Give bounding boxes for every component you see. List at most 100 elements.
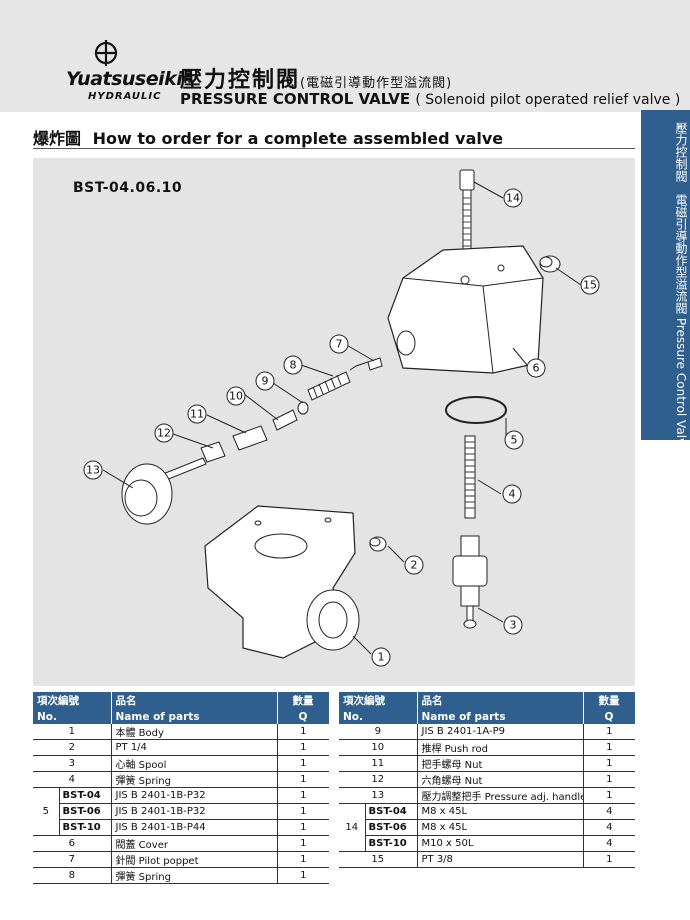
brand-mark-icon — [94, 40, 118, 66]
callout-14: 14 — [503, 188, 523, 208]
callout-12: 12 — [154, 423, 174, 443]
model-code: BST-10 — [364, 835, 417, 852]
part-quantity: 1 — [276, 771, 329, 788]
part-number: 10 — [339, 739, 417, 756]
callout-5: 5 — [504, 430, 524, 450]
exploded-diagram: BST-04.06.10 — [33, 158, 635, 686]
part-quantity: 1 — [276, 835, 329, 852]
callout-13: 13 — [83, 460, 103, 480]
title-cn-sub: (電磁引導動作型溢流閥) — [300, 76, 453, 91]
part-name: JIS B 2401-1B-P44 — [110, 819, 277, 836]
col-q-en: Q — [277, 709, 330, 724]
svg-text:3: 3 — [510, 619, 517, 632]
part-number: 13 — [339, 787, 417, 804]
svg-text:15: 15 — [583, 279, 597, 292]
part-number: 8 — [33, 867, 111, 884]
part-name: 推桿 Push rod — [416, 739, 583, 756]
brand-logo: Yuatsuseiki HYDRAULIC — [66, 40, 183, 110]
model-code: BST-06 — [364, 819, 417, 836]
callout-10: 10 — [226, 386, 246, 406]
part-quantity: 4 — [582, 835, 635, 852]
svg-text:12: 12 — [157, 427, 171, 440]
side-tab-text: 壓力控制閥 電磁引導動作型溢流閥 Pressure Control Valve … — [674, 122, 688, 676]
col-no-en: No. — [339, 709, 418, 724]
part-name: 把手螺母 Nut — [416, 755, 583, 772]
part-number: 3 — [33, 755, 111, 772]
part-quantity: 1 — [276, 819, 329, 836]
part-quantity: 1 — [276, 724, 329, 740]
body-part-1 — [204, 505, 360, 659]
col-q-cn: 數量 — [583, 692, 636, 709]
part-quantity: 1 — [276, 787, 329, 804]
col-name-en: Name of parts — [111, 709, 278, 724]
part-quantity: 1 — [276, 867, 329, 884]
part-quantity: 1 — [582, 755, 635, 772]
table-header-cn: 項次編號 品名 數量 — [339, 692, 636, 709]
part-number: 9 — [339, 724, 417, 740]
page-title-cn: 壓力控制閥(電磁引導動作型溢流閥) — [180, 62, 452, 94]
callout-labels: 14 15 6 7 8 9 10 11 12 13 5 4 2 3 1 — [83, 188, 600, 667]
cover-part-6 — [387, 245, 544, 374]
svg-text:9: 9 — [262, 375, 269, 388]
callout-7: 7 — [329, 334, 349, 354]
part-name: PT 3/8 — [416, 851, 583, 868]
side-tab: 壓力控制閥 電磁引導動作型溢流閥 Pressure Control Valve … — [641, 110, 690, 676]
part-name: 彈簧 Spring — [110, 771, 277, 788]
part-quantity: 1 — [276, 851, 329, 868]
svg-text:7: 7 — [336, 338, 343, 351]
callout-2: 2 — [404, 555, 424, 575]
part-name: M10 x 50L — [416, 835, 583, 852]
part-name: M8 x 45L — [416, 819, 583, 836]
part-number: 2 — [33, 739, 111, 756]
callout-6: 6 — [526, 358, 546, 378]
callout-15: 15 — [580, 275, 600, 295]
pilot-assembly — [121, 357, 383, 525]
section-heading: 爆炸圖 How to order for a complete assemble… — [33, 125, 503, 149]
part-name: 本體 Body — [110, 724, 277, 740]
exploded-view-drawing: 14 15 6 7 8 9 10 11 12 13 5 4 2 3 1 — [83, 169, 600, 667]
part-number: 15 — [339, 851, 417, 868]
col-no-cn: 項次編號 — [339, 692, 418, 709]
oring-part-5 — [445, 396, 507, 424]
title-en-main: PRESSURE CONTROL VALVE — [180, 90, 411, 108]
section-divider — [33, 148, 635, 149]
part-name: 心軸 Spool — [110, 755, 277, 772]
part-number: 7 — [33, 851, 111, 868]
callout-9: 9 — [255, 371, 275, 391]
svg-text:11: 11 — [190, 408, 204, 421]
part-name: JIS B 2401-1B-P32 — [110, 787, 277, 804]
brand-subtitle: HYDRAULIC — [88, 91, 162, 102]
part-number: 6 — [33, 835, 111, 852]
spring-part-4 — [464, 435, 476, 519]
section-title-cn: 爆炸圖 — [33, 129, 82, 148]
part-number: 11 — [339, 755, 417, 772]
col-name-cn: 品名 — [417, 692, 584, 709]
col-no-cn: 項次編號 — [33, 692, 112, 709]
part-name: PT 1/4 — [110, 739, 277, 756]
part-number: 12 — [339, 771, 417, 788]
svg-text:13: 13 — [86, 464, 100, 477]
part-name: M8 x 45L — [416, 803, 583, 820]
col-no-en: No. — [33, 709, 112, 724]
svg-text:14: 14 — [506, 192, 520, 205]
svg-text:2: 2 — [411, 559, 418, 572]
svg-text:6: 6 — [533, 362, 540, 375]
part-number: 1 — [33, 724, 111, 740]
col-name-cn: 品名 — [111, 692, 278, 709]
bolt-part-14 — [459, 169, 475, 278]
svg-text:5: 5 — [511, 434, 518, 447]
title-en-sub: ( Solenoid pilot operated relief valve ) — [415, 92, 681, 108]
model-code: BST-04.06.10 — [73, 180, 183, 196]
plug-part-15 — [539, 255, 561, 273]
part-name: 彈簧 Spring — [110, 867, 277, 884]
part-number: 14 — [339, 803, 365, 852]
